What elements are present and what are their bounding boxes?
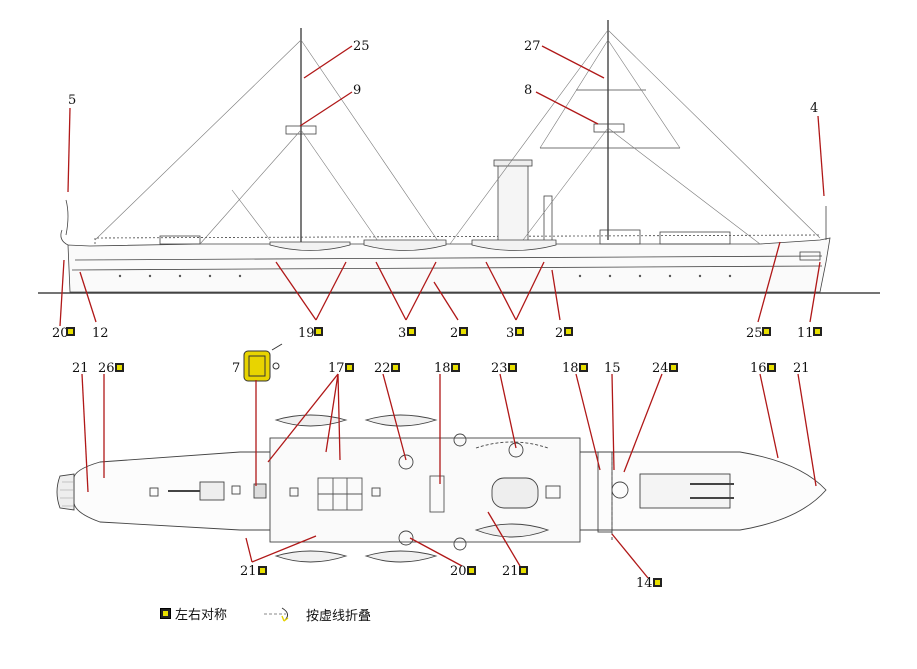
label-22: 22 [374, 361, 391, 376]
part-7-icon [243, 343, 283, 382]
label-12: 12 [92, 326, 109, 341]
label-2a: 2 [450, 326, 458, 341]
label-26: 26 [98, 361, 115, 376]
badge-icon [653, 578, 662, 587]
side-view [38, 20, 880, 294]
legend-fold: 按虚线折叠 [262, 604, 371, 624]
badge-icon [515, 327, 524, 336]
badge-icon [314, 327, 323, 336]
badge-icon [459, 327, 468, 336]
badge-icon [767, 363, 776, 372]
label-17: 17 [328, 361, 345, 376]
badge-icon [66, 327, 75, 336]
badge-icon [519, 566, 528, 575]
label-7: 7 [232, 361, 240, 376]
label-11: 11 [797, 326, 814, 341]
badge-icon [762, 327, 771, 336]
badge-icon [407, 327, 416, 336]
label-4: 4 [810, 101, 818, 116]
label-24: 24 [652, 361, 669, 376]
top-labels: 21 26 7 17 22 18 23 18 15 24 16 21 21 20… [72, 361, 810, 591]
label-20-top: 20 [450, 564, 467, 579]
label-18a: 18 [434, 361, 451, 376]
badge-icon [345, 363, 354, 372]
label-19: 19 [298, 326, 315, 341]
label-5: 5 [68, 93, 76, 108]
label-27: 27 [524, 39, 541, 54]
badge-icon [391, 363, 400, 372]
top-view [56, 414, 827, 563]
symmetric-badges-top [115, 363, 776, 587]
badge-icon [813, 327, 822, 336]
label-25-top: 25 [353, 39, 370, 54]
label-25-bottom: 25 [746, 326, 763, 341]
label-21-right: 21 [502, 564, 519, 579]
label-20: 20 [52, 326, 69, 341]
symmetric-badge-icon [160, 608, 171, 619]
label-3a: 3 [398, 326, 406, 341]
badge-icon [579, 363, 588, 372]
badge-icon [669, 363, 678, 372]
legend-symmetric-text: 左右对称 [175, 608, 228, 623]
label-9: 9 [353, 83, 361, 98]
legend-fold-text: 按虚线折叠 [306, 608, 372, 624]
label-8: 8 [524, 83, 532, 98]
label-2b: 2 [555, 326, 563, 341]
legend-symmetric: 左右对称 [160, 604, 227, 623]
label-16: 16 [750, 361, 767, 376]
top-leader-lines [81, 373, 817, 579]
label-21-aft: 21 [72, 361, 89, 376]
badge-icon [115, 363, 124, 372]
badge-icon [508, 363, 517, 372]
label-21-bow: 21 [793, 361, 810, 376]
badge-icon [467, 566, 476, 575]
label-21-left: 21 [240, 564, 257, 579]
label-14: 14 [636, 576, 653, 591]
badge-icon [451, 363, 460, 372]
label-15: 15 [604, 361, 621, 376]
label-23: 23 [491, 361, 508, 376]
side-labels: 25 9 27 8 5 4 20 12 19 3 2 3 2 25 11 [52, 39, 818, 341]
badge-icon [564, 327, 573, 336]
label-3b: 3 [506, 326, 514, 341]
symmetric-badges-side [66, 327, 822, 336]
badge-icon [258, 566, 267, 575]
side-leader-lines [59, 45, 825, 327]
label-18b: 18 [562, 361, 579, 376]
fold-line-icon [264, 607, 289, 622]
